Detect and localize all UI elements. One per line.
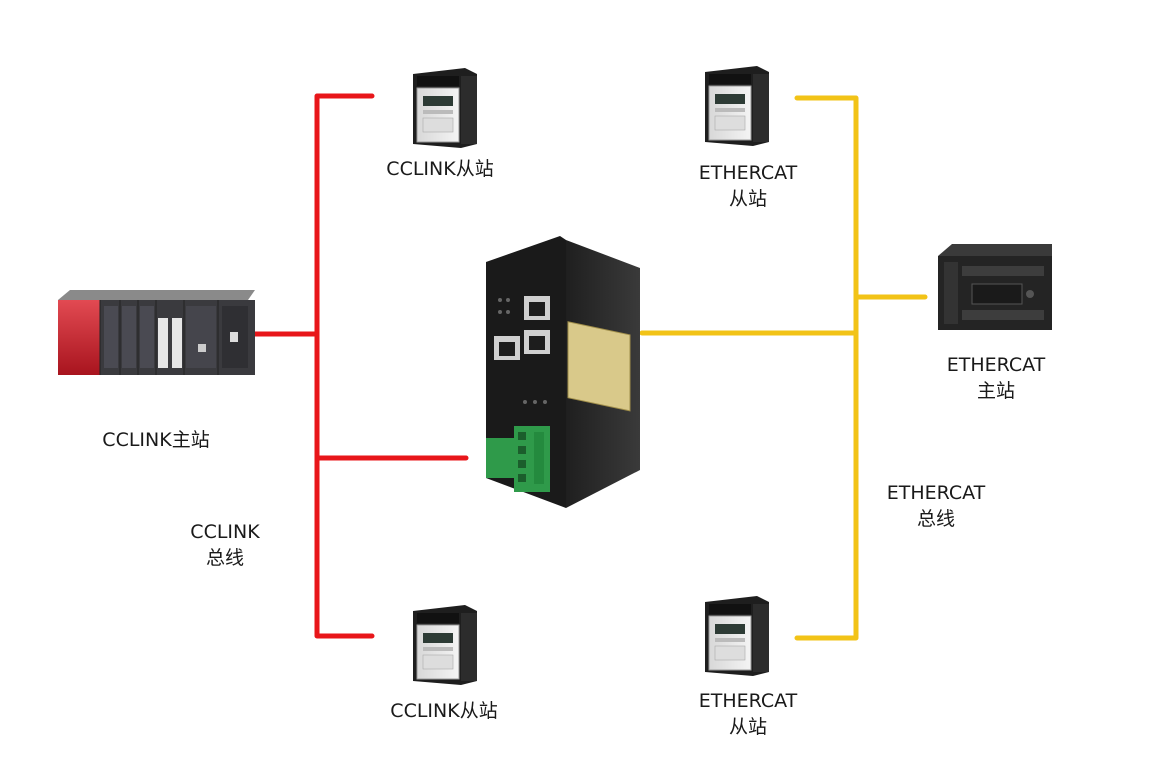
protocol-gateway-icon [486,236,640,508]
cclink-slave-bottom-text: CCLINK从站 [390,700,498,722]
ethercat-slave-bottom-line2: 从站 [728,716,767,738]
ethercat-slave-bottom-line1: ETHERCAT [698,690,798,712]
ethercat-master-line1: ETHERCAT [946,354,1046,376]
cclink-bus [252,93,469,639]
plc-rack-icon [58,290,255,375]
ethercat-bus-label: ETHERCAT 总线 [866,480,1006,532]
cclink-master-text: CCLINK主站 [102,429,210,451]
ethercat-bus-trunk [794,95,859,641]
plc-controller-icon [938,244,1052,330]
cclink-slave-top-icon [412,68,478,148]
cclink-master-label: CCLINK主站 [76,427,236,453]
cclink-slave-bottom-label: CCLINK从站 [364,698,524,724]
ethercat-slave-top-line2: 从站 [728,188,767,210]
cclink-bus-trunk [314,93,375,639]
ethercat-bus-line1: ETHERCAT [886,482,986,504]
cclink-slave-bottom-icon [412,605,478,685]
ethercat-slave-top-line1: ETHERCAT [698,162,798,184]
cclink-bus-label-line2: 总线 [205,547,244,569]
ethercat-master-label: ETHERCAT 主站 [926,352,1066,404]
ethercat-slave-top-icon [704,66,770,146]
cclink-slave-top-text: CCLINK从站 [386,158,494,180]
ethercat-bus [639,95,928,641]
ethercat-slave-top-label: ETHERCAT 从站 [678,160,818,212]
cclink-slave-top-label: CCLINK从站 [360,156,520,182]
ethercat-slave-bottom-icon [704,596,770,676]
ethercat-bus-line2: 总线 [916,508,955,530]
ethercat-slave-bottom-label: ETHERCAT 从站 [678,688,818,740]
ethercat-master-line2: 主站 [976,380,1015,402]
cclink-bus-label: CCLINK 总线 [170,519,280,571]
cclink-bus-label-line1: CCLINK [190,521,260,543]
